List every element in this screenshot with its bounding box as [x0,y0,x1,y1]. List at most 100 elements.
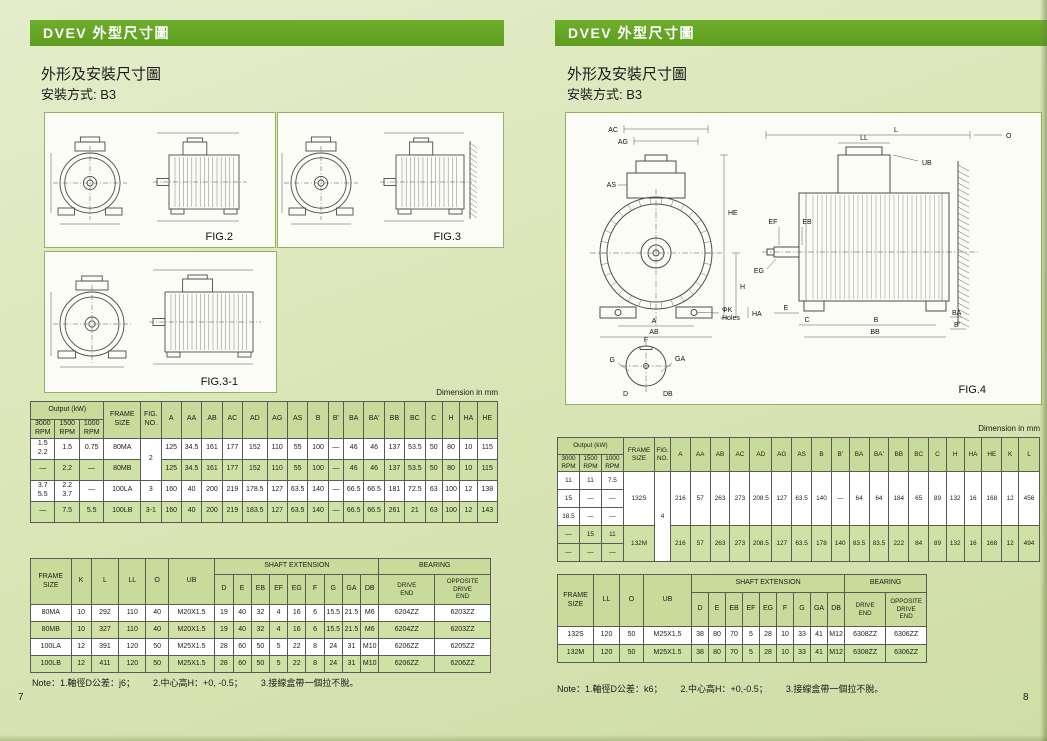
table-cell: 219 [221,479,244,502]
table-cell: — [78,479,105,502]
table-cell: 33 [793,644,811,663]
table-cell: 24 [323,655,343,673]
table-cell: 15.5 [323,621,343,639]
table-cell: 16 [963,525,983,562]
table-cell: — [327,479,345,502]
table-cell: — [327,500,345,523]
figure-2-label: FIG.2 [205,231,233,243]
table-header-cell: A [669,437,691,472]
dim-label-ha: HA [752,311,762,318]
table-cell: 60 [232,638,252,656]
table-cell: 140 [811,471,832,526]
table-cell: 110 [118,604,147,622]
table-cell: 11 [578,471,602,490]
table-header-cell: BA' [363,401,385,439]
table-header-cell: AA [689,437,711,472]
table-cell: — [578,507,602,526]
table-cell: 41 [810,644,828,663]
dim-label-db: DB [663,391,673,398]
table-cell: 140 [307,479,329,502]
table-cell: 263 [709,525,731,562]
page-edge-shadow-right [1040,0,1047,741]
table-cell: 63 [424,479,443,502]
table-cell: 10 [459,437,478,460]
table-cell: 2 [140,437,162,481]
table-header-cell: EF [742,592,760,627]
table-cell: 57 [689,525,711,562]
table-header-cell: AB [709,437,731,472]
figure-3-1-label: FIG.3-1 [200,376,238,388]
table-cell: 3 [140,479,162,502]
table-header-cell: AD [242,401,268,439]
left-page-number: 7 [18,692,24,703]
table-cell: M25X1.5 [167,655,216,673]
table-header-cell: O [619,574,644,627]
table-cell: 28 [214,638,234,656]
figure-4-box: AC AG AS HE H HA A AB ΦK Holes F G GA D … [565,112,1042,405]
table-cell: 60 [232,655,252,673]
table-header-cell: C [424,401,443,439]
table-cell: 6 [305,621,325,639]
table-header-cell: OPPOSITE DRIVE END [434,574,491,605]
table-cell: 64 [868,471,890,526]
table-cell: 34.5 [180,437,203,460]
table-header-cell: FRAME SIZE [30,558,72,605]
table-cell: 12 [1001,525,1019,562]
table-cell: — [600,543,624,562]
table-header-cell: 1500 RPM [578,454,602,472]
table-cell: M6 [360,604,380,622]
table-header-cell: BB [888,437,910,472]
table-cell: 263 [709,471,731,526]
table-header-cell: BEARING [844,574,928,593]
dim-label-ll: LL [860,135,868,142]
table-header-cell: FRAME SIZE [103,401,142,439]
table-cell: 80MA [30,604,72,622]
table-cell: 140 [830,525,850,562]
table-cell: 80 [708,626,726,645]
table-header-cell: AA [180,401,203,439]
table-cell: 10 [459,458,478,481]
table-cell: 18.5 [557,507,580,526]
table-cell: 110 [266,458,288,481]
table-cell: 8 [305,638,325,656]
table-header-cell: HE [476,401,499,439]
table-cell: 456 [1017,471,1041,526]
table-header-cell: FIG. NO. [654,437,671,472]
dim-label-b-prime: B' [954,322,960,329]
table-header-cell: SHAFT EXTENSION [214,558,380,575]
table-cell: 127 [266,479,288,502]
table-header-cell: BB [383,401,406,439]
right-footnote: Note：1.軸徑D公差：k6；2.中心高H：+0,-0.5；3.接線盒帶一個拉… [557,682,901,695]
table-header-cell: LL [593,574,620,627]
table-cell: 15 [557,489,580,508]
table-cell: 28 [759,644,777,663]
table-cell: 63 [424,500,443,523]
table-cell: 10 [70,604,92,622]
table-cell: 55 [286,458,309,481]
table-cell: 273 [729,471,751,526]
right-footnote-part-3: 3.接線盒帶一個拉不脫。 [785,684,884,694]
table-header-cell: E [232,574,252,605]
table-cell: 63.5 [286,479,309,502]
table-header-cell: AG [266,401,288,439]
table-cell: 2.2 3.7 [54,479,80,502]
table-cell: 5.5 [78,500,105,523]
table-cell: 70 [725,644,743,663]
table-cell: 50 [145,655,169,673]
table-cell: — [327,458,345,481]
table-cell: 21 [404,500,426,523]
table-cell: 160 [160,500,182,523]
table-cell: 161 [201,458,223,481]
table-header-cell: B [811,437,832,472]
table-cell: 21.5 [341,604,362,622]
table-cell: 32 [250,604,270,622]
table-header-cell: 1500 RPM [54,419,80,439]
table-header-cell: EB [250,574,270,605]
table-cell: 38 [691,644,709,663]
table-cell: 110 [118,621,147,639]
table-cell: 89 [928,471,947,526]
dim-label-he: HE [728,210,738,217]
